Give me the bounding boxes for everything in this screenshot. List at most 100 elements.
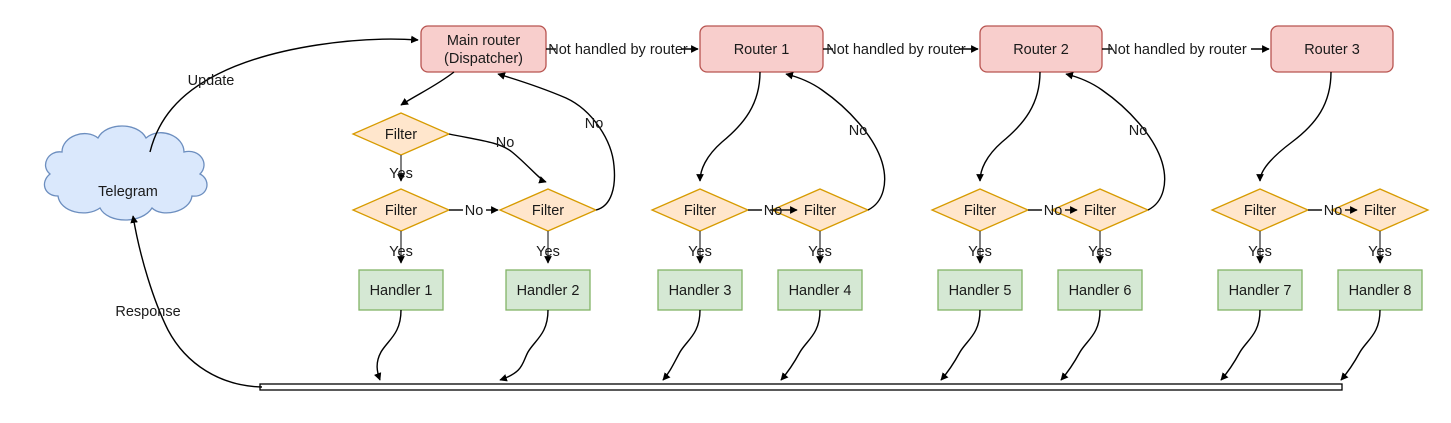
node-filter-1[interactable]: Filter	[351, 188, 451, 232]
node-router-1[interactable]: Router 1	[699, 25, 824, 73]
edge-label-yes-4: Yes	[688, 244, 712, 260]
router-2-label: Router 2	[1013, 42, 1069, 58]
filter-6-label: Filter	[1084, 203, 1116, 219]
edge-label-not-handled-2: Not handled by router	[826, 42, 966, 58]
node-handler-6[interactable]: Handler 6	[1057, 269, 1143, 311]
filter-5-label: Filter	[964, 203, 996, 219]
handler-7-label: Handler 7	[1229, 283, 1292, 299]
filter-4-label: Filter	[804, 203, 836, 219]
edge-router3-to-filter7	[1256, 71, 1332, 182]
cloud-shape	[43, 125, 208, 221]
edge-handler5-to-bar	[940, 309, 981, 381]
handler-3-box[interactable]	[657, 269, 743, 311]
main-router-label-line2: (Dispatcher)	[444, 51, 523, 67]
filter-1-label: Filter	[385, 203, 417, 219]
node-handler-3[interactable]: Handler 3	[657, 269, 743, 311]
edge-update-to-main-router	[149, 35, 419, 153]
handler-2-label: Handler 2	[517, 283, 580, 299]
edge-label-yes-2: Yes	[389, 244, 413, 260]
node-main-router[interactable]: Main router (Dispatcher)	[420, 25, 547, 73]
edge-router1-to-filter3	[696, 71, 761, 182]
node-filter-8[interactable]: Filter	[1330, 188, 1430, 232]
node-router-3[interactable]: Router 3	[1270, 25, 1394, 73]
edge-label-yes-1: Yes	[389, 166, 413, 182]
telegram-cloud: Telegram	[43, 125, 208, 221]
edge-label-yes-9: Yes	[1368, 244, 1392, 260]
edge-label-response: Response	[115, 304, 180, 320]
edge-label-yes-6: Yes	[968, 244, 992, 260]
filter-0-label: Filter	[385, 127, 417, 143]
edge-main-to-filter0	[400, 71, 455, 106]
edge-label-no-a: No	[496, 135, 515, 151]
node-filter-3[interactable]: Filter	[650, 188, 750, 232]
handler-5-label: Handler 5	[949, 283, 1012, 299]
edge-label-no-c: No	[585, 116, 604, 132]
node-handler-8[interactable]: Handler 8	[1337, 269, 1423, 311]
handler-1-label: Handler 1	[370, 283, 433, 299]
router-3-box[interactable]	[1270, 25, 1394, 73]
cloud-label: Telegram	[98, 184, 158, 200]
edge-label-no-b: No	[465, 203, 484, 219]
collector-bar-shape	[259, 383, 1343, 391]
handler-5-box[interactable]	[937, 269, 1023, 311]
edge-label-no-g: No	[1129, 123, 1148, 139]
node-router-2[interactable]: Router 2	[979, 25, 1103, 73]
handler-4-label: Handler 4	[789, 283, 852, 299]
node-handler-7[interactable]: Handler 7	[1217, 269, 1303, 311]
edge-handler8-to-bar	[1340, 309, 1381, 381]
edge-label-no-e: No	[849, 123, 868, 139]
edge-label-yes-3: Yes	[536, 244, 560, 260]
node-handler-4[interactable]: Handler 4	[777, 269, 863, 311]
node-filter-4[interactable]: Filter	[770, 188, 870, 232]
router-1-label: Router 1	[734, 42, 790, 58]
edge-label-yes-7: Yes	[1088, 244, 1112, 260]
handler-7-box[interactable]	[1217, 269, 1303, 311]
edge-filter6-no-back-to-router2	[1065, 71, 1166, 211]
node-filter-2[interactable]: Filter	[498, 188, 598, 232]
node-handler-5[interactable]: Handler 5	[937, 269, 1023, 311]
handler-1-box[interactable]	[358, 269, 444, 311]
edge-label-no-d: No	[764, 203, 783, 219]
edge-filter0-no	[448, 133, 547, 184]
edge-label-yes-5: Yes	[808, 244, 832, 260]
filter-3-label: Filter	[684, 203, 716, 219]
edge-label-no-f: No	[1044, 203, 1063, 219]
edge-handler2-to-bar	[499, 309, 549, 382]
response-collector-bar	[259, 383, 1343, 391]
handler-6-label: Handler 6	[1069, 283, 1132, 299]
node-filter-0[interactable]: Filter	[351, 112, 451, 156]
edge-handler1-to-bar	[373, 309, 402, 381]
handler-3-label: Handler 3	[669, 283, 732, 299]
edge-handler7-to-bar	[1220, 309, 1261, 381]
edge-handler3-to-bar	[662, 309, 701, 381]
edge-label-update: Update	[188, 73, 235, 89]
edge-label-no-h: No	[1324, 203, 1343, 219]
edge-label-yes-8: Yes	[1248, 244, 1272, 260]
edge-filter4-no-back-to-router1	[785, 71, 886, 211]
edge-router1-to-router2: Not handled by router	[823, 42, 979, 58]
router-3-label: Router 3	[1304, 42, 1360, 58]
edge-label-not-handled-3: Not handled by router	[1107, 42, 1247, 58]
edge-filter2-no-back-to-main	[497, 72, 616, 211]
handler-2-box[interactable]	[505, 269, 591, 311]
edge-handler6-to-bar	[1060, 309, 1101, 381]
node-handler-2[interactable]: Handler 2	[505, 269, 591, 311]
node-filter-5[interactable]: Filter	[930, 188, 1030, 232]
edge-label-not-handled-1: Not handled by router	[548, 42, 688, 58]
node-filter-7[interactable]: Filter	[1210, 188, 1310, 232]
edge-response-to-cloud	[130, 215, 263, 388]
filter-8-label: Filter	[1364, 203, 1396, 219]
filter-2-label: Filter	[532, 203, 564, 219]
edge-router2-to-filter5	[976, 71, 1041, 182]
filter-7-label: Filter	[1244, 203, 1276, 219]
edge-handler4-to-bar	[780, 309, 821, 381]
node-handler-1[interactable]: Handler 1	[358, 269, 444, 311]
handler-8-box[interactable]	[1337, 269, 1423, 311]
handler-4-box[interactable]	[777, 269, 863, 311]
edge-main-to-router1: Not handled by router	[546, 42, 699, 58]
edge-router2-to-router3: Not handled by router	[1102, 42, 1270, 58]
handler-6-box[interactable]	[1057, 269, 1143, 311]
main-router-label-line1: Main router	[447, 33, 521, 49]
